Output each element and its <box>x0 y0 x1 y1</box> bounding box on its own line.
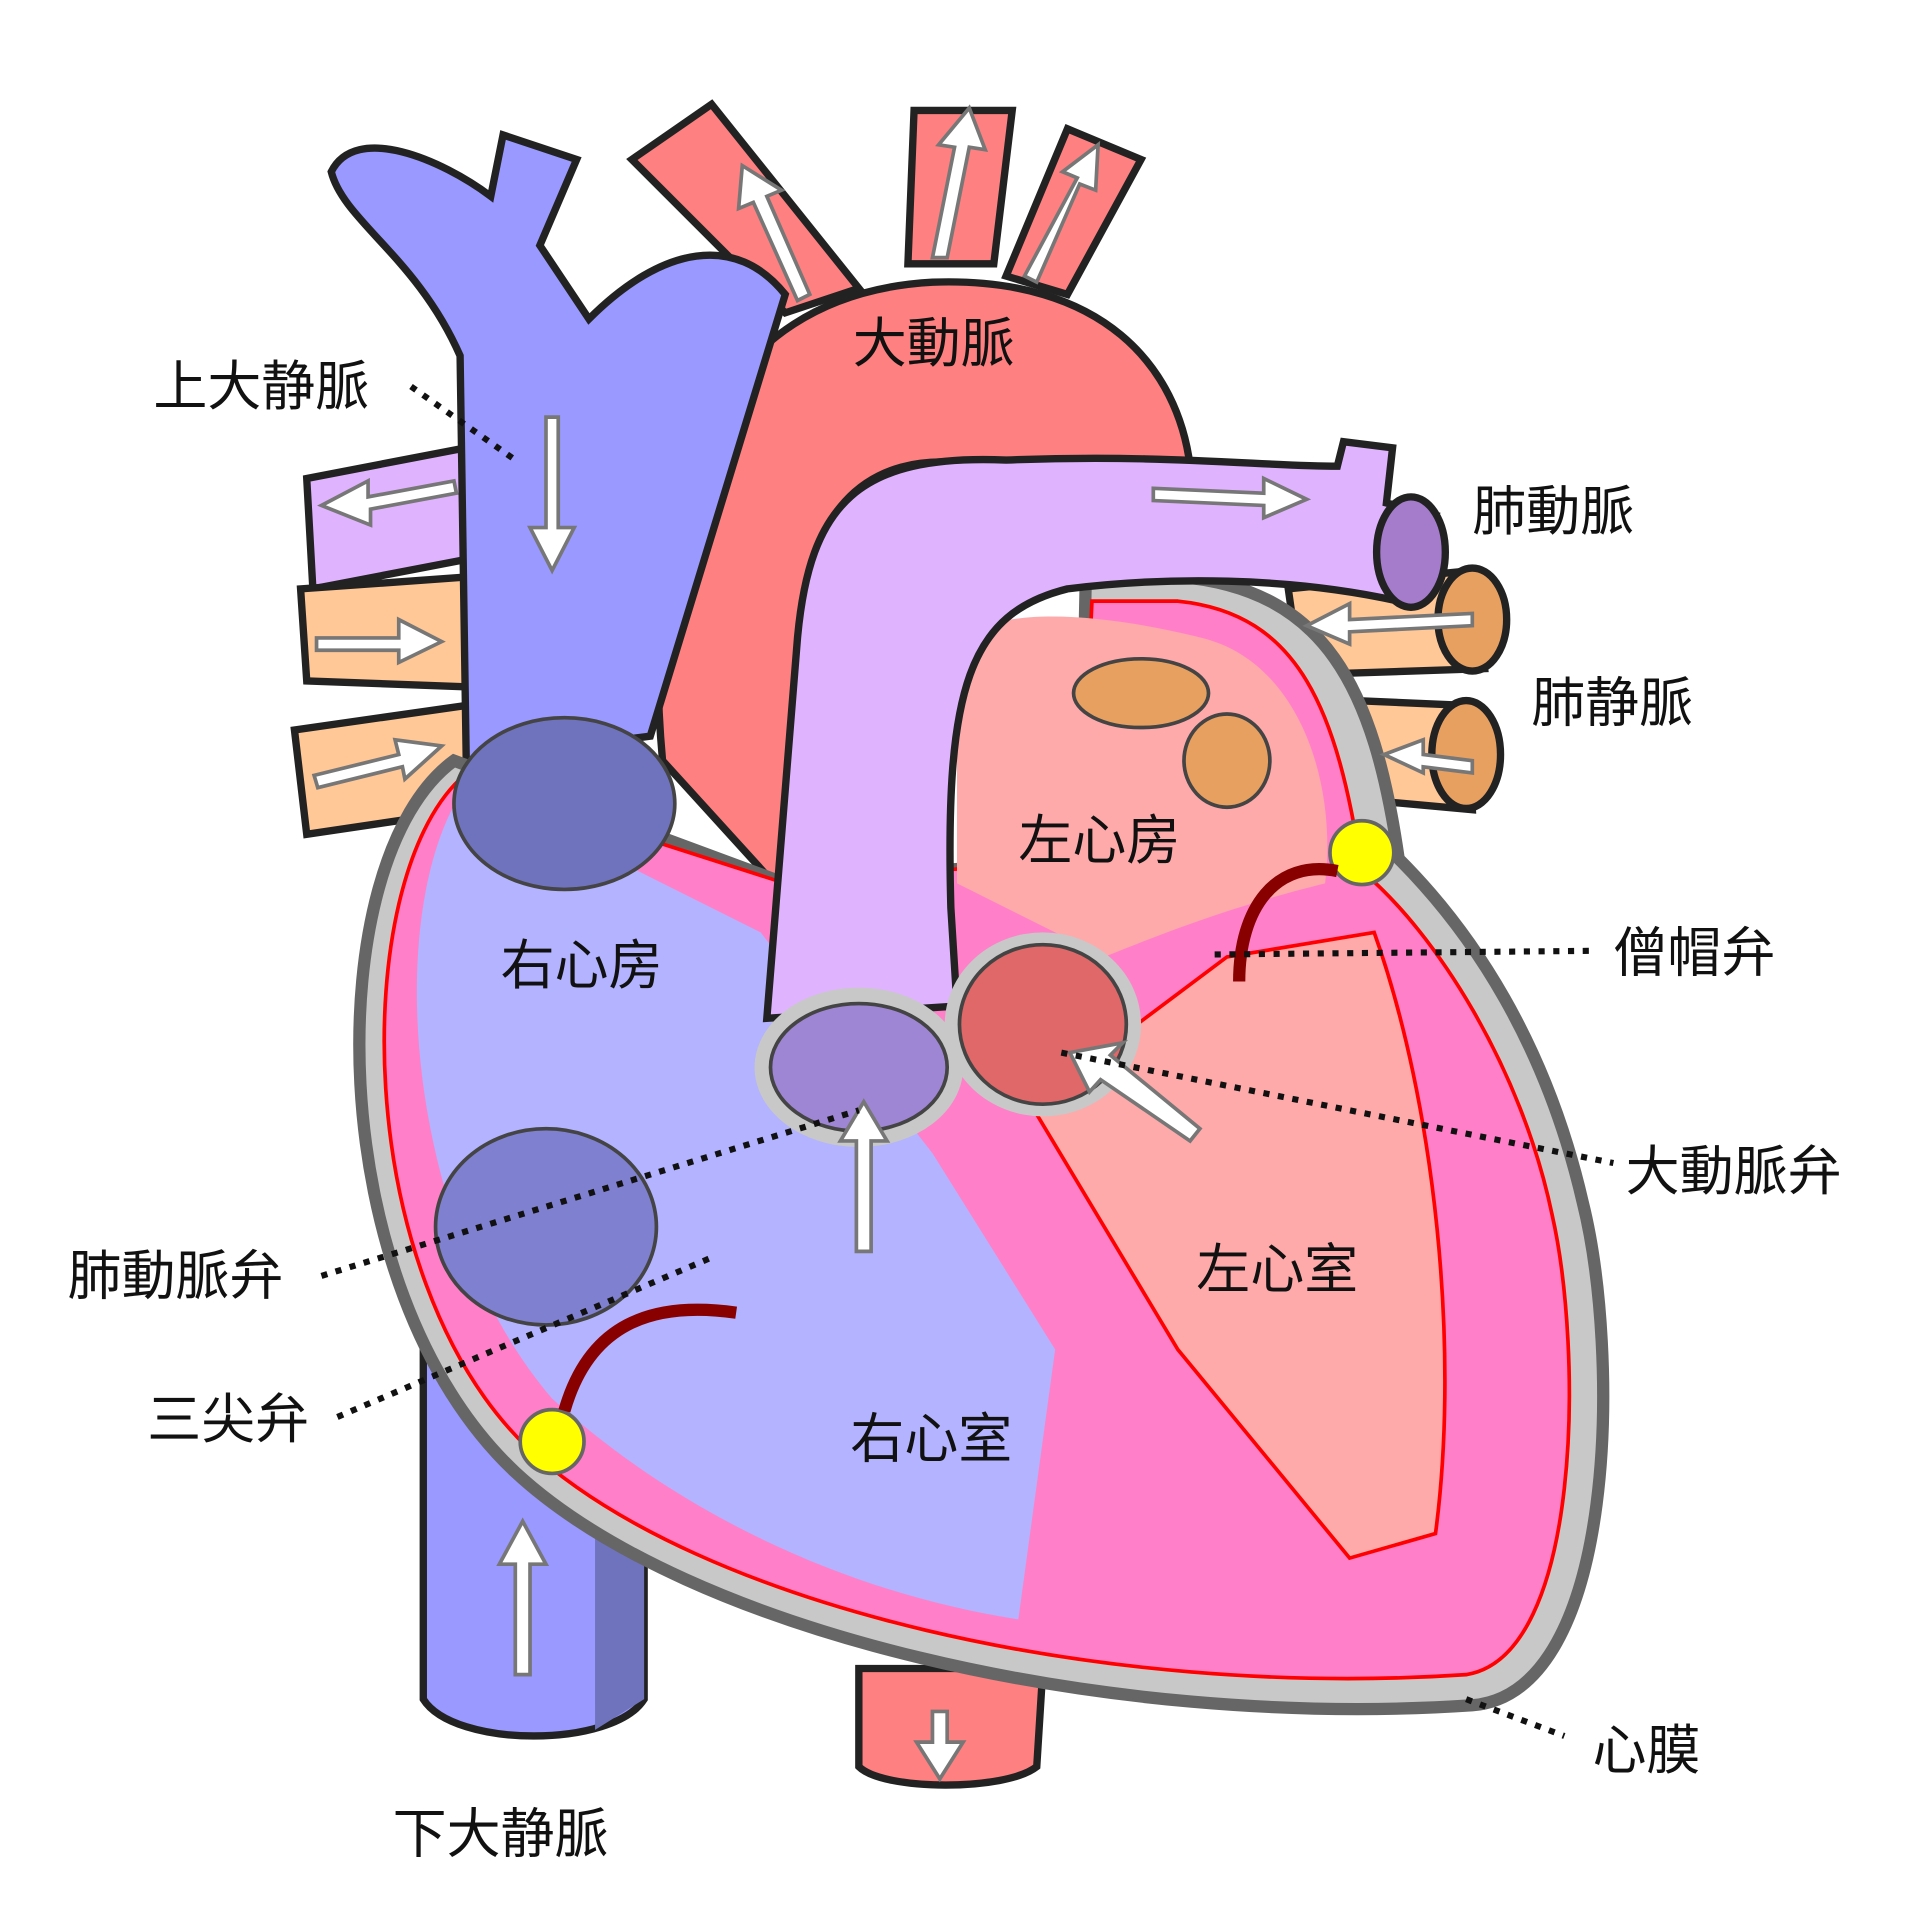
label-left-ventricle: 左心室 <box>1196 1238 1358 1301</box>
blood-flow-arrows <box>311 104 1475 1783</box>
label-pulmonary-artery: 肺動脈 <box>1472 480 1634 543</box>
labels: 上大静脈 大動脈 肺動脈 肺静脈 左心房 右心房 僧帽弁 大動脈弁 肺動脈弁 左… <box>67 312 1841 1866</box>
label-mitral-valve: 僧帽弁 <box>1613 922 1775 985</box>
leader-lines <box>320 383 1615 1739</box>
label-right-atrium: 右心房 <box>501 934 663 997</box>
label-pericardium: 心膜 <box>1593 1719 1701 1782</box>
label-pulmonary-valve: 肺動脈弁 <box>67 1244 283 1307</box>
label-superior-vena-cava: 上大静脈 <box>153 355 369 418</box>
label-tricuspid-valve: 三尖弁 <box>147 1388 309 1451</box>
label-aortic-valve: 大動脈弁 <box>1626 1140 1842 1203</box>
label-pulmonary-vein: 肺静脈 <box>1531 671 1693 734</box>
label-left-atrium: 左心房 <box>1018 809 1180 872</box>
heart-body <box>353 570 1610 1716</box>
label-inferior-vena-cava: 下大静脈 <box>393 1803 609 1866</box>
valves <box>518 656 1396 1476</box>
label-right-ventricle: 右心室 <box>850 1407 1012 1470</box>
label-aorta: 大動脈 <box>853 312 1015 375</box>
